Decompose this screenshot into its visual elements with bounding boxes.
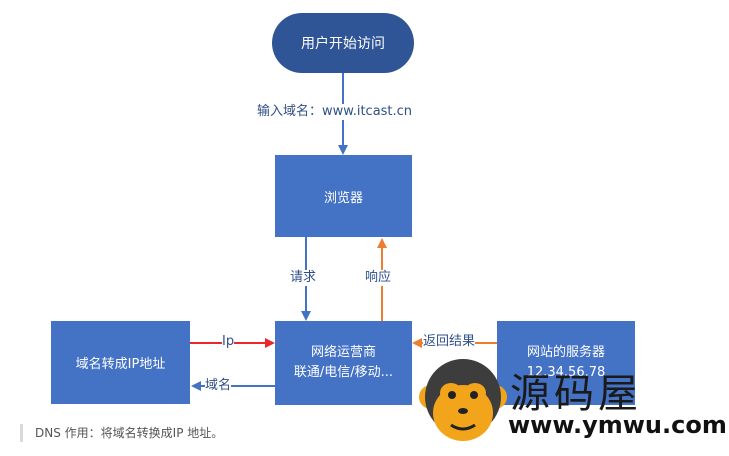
watermark-url: www.ymwu.com — [508, 411, 727, 439]
domain-label: 域名 — [205, 378, 232, 394]
isp-node: 网络运营商 联通/电信/移动... — [275, 321, 412, 405]
dns-node: 域名转成IP地址 — [51, 321, 190, 404]
figure-caption: DNS 作用：将域名转换成IP 地址。 — [20, 424, 223, 442]
browser-label: 浏览器 — [323, 190, 363, 206]
isp-label-line1: 网络运营商 — [310, 345, 376, 360]
ip-label: Ip — [222, 334, 235, 350]
start-node: 用户开始访问 — [272, 13, 414, 73]
server-label-line2: 12.34.56.78 — [526, 365, 606, 380]
isp-label-line2: 联通/电信/移动... — [293, 365, 394, 380]
browser-node: 浏览器 — [275, 155, 412, 237]
input-domain-label: 输入域名：www.itcast.cn — [257, 104, 413, 120]
dns-label: 域名转成IP地址 — [75, 357, 166, 372]
server-node: 网站的服务器 12.34.56.78 — [497, 321, 635, 405]
start-label: 用户开始访问 — [301, 36, 385, 52]
server-label-line1: 网站的服务器 — [526, 345, 605, 360]
request-label: 请求 — [290, 270, 317, 286]
watermark: 源码屋 www.ymwu.com — [418, 353, 727, 453]
return-result-label: 返回结果 — [423, 334, 476, 350]
monkey-logo-icon — [419, 359, 507, 441]
watermark-name: 源码屋 — [510, 371, 642, 417]
response-label: 响应 — [365, 270, 392, 286]
